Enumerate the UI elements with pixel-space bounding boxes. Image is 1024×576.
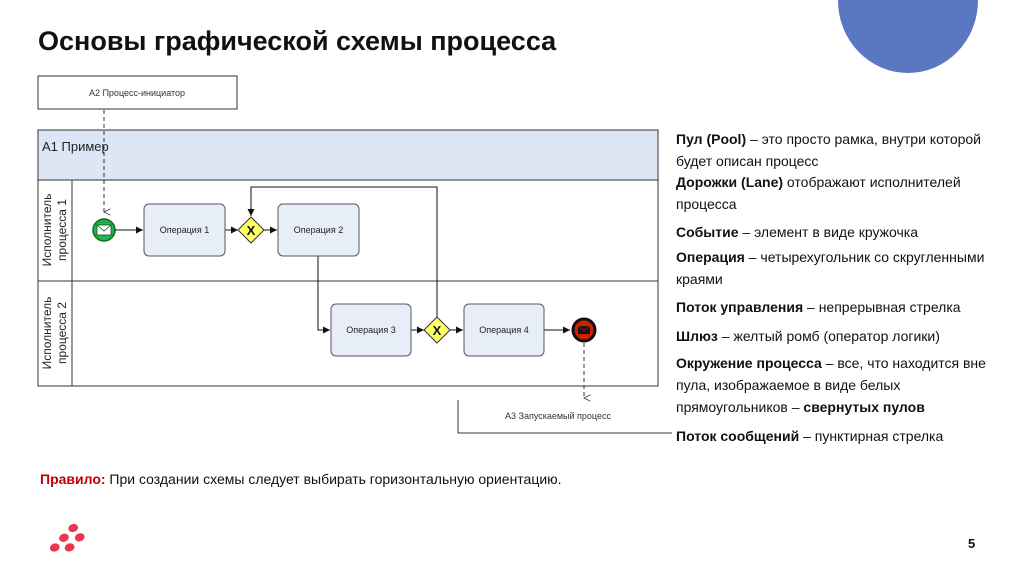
end-event xyxy=(571,317,597,343)
svg-text:Операция 3: Операция 3 xyxy=(346,325,395,335)
svg-text:Операция 2: Операция 2 xyxy=(294,225,343,235)
task-op1: Операция 1 xyxy=(143,203,226,257)
lane1-label: Исполнитель процесса 1 xyxy=(40,194,69,267)
legend-operation: Операция – четырехугольник со скругленны… xyxy=(676,249,985,287)
gateway-2: X xyxy=(423,316,451,344)
svg-text:Операция 4: Операция 4 xyxy=(479,325,528,335)
legend-gateway: Шлюз – желтый ромб (оператор логики) xyxy=(676,328,940,344)
legend-lane: Дорожки (Lane) отображают исполнителей п… xyxy=(676,174,961,212)
gateway-1: X xyxy=(237,216,265,244)
legend-environment: Окружение процесса – все, что находится … xyxy=(676,355,986,415)
page-number: 5 xyxy=(968,536,976,551)
legend-message-flow: Поток сообщений – пунктирная стрелка xyxy=(676,428,944,444)
triggered-pool: А3 Запускаемый процесс xyxy=(457,400,672,434)
company-logo xyxy=(49,523,85,552)
flow-gw2-gw1-loop xyxy=(247,186,438,317)
legend-event: Событие – элемент в виде кружочка xyxy=(676,224,919,240)
task-op4: Операция 4 xyxy=(463,303,545,357)
envelope-icon xyxy=(96,224,112,236)
svg-text:процесса 1: процесса 1 xyxy=(55,199,69,261)
initiator-pool: А2 Процесс-инициатор xyxy=(37,75,238,110)
task-op2: Операция 2 xyxy=(277,203,360,257)
svg-text:Исполнитель: Исполнитель xyxy=(40,297,54,370)
flow-op2-op3 xyxy=(317,256,330,334)
svg-text:Исполнитель: Исполнитель xyxy=(40,194,54,267)
start-event xyxy=(92,218,116,242)
legend-pool: Пул (Pool) – это просто рамка, внутри ко… xyxy=(676,131,981,169)
rule-label: Правило: xyxy=(40,471,106,487)
page-title: Основы графической схемы процесса xyxy=(38,26,557,56)
lane2-label: Исполнитель процесса 2 xyxy=(40,297,69,370)
pool-label: А1 Пример xyxy=(42,139,109,154)
envelope-icon xyxy=(577,325,591,334)
rule-text: При создании схемы следует выбирать гори… xyxy=(105,471,562,487)
svg-text:процесса 2: процесса 2 xyxy=(55,302,69,364)
initiator-label: А2 Процесс-инициатор xyxy=(89,88,185,98)
legend-sequence-flow: Поток управления – непрерывная стрелка xyxy=(676,299,961,315)
svg-text:X: X xyxy=(247,223,256,238)
task-op3: Операция 3 xyxy=(330,303,412,357)
rule-note: Правило: При создании схемы следует выби… xyxy=(40,471,562,487)
svg-text:X: X xyxy=(433,323,442,338)
triggered-label: А3 Запускаемый процесс xyxy=(505,411,611,421)
pool-header xyxy=(37,129,659,181)
svg-text:Операция 1: Операция 1 xyxy=(160,225,209,235)
